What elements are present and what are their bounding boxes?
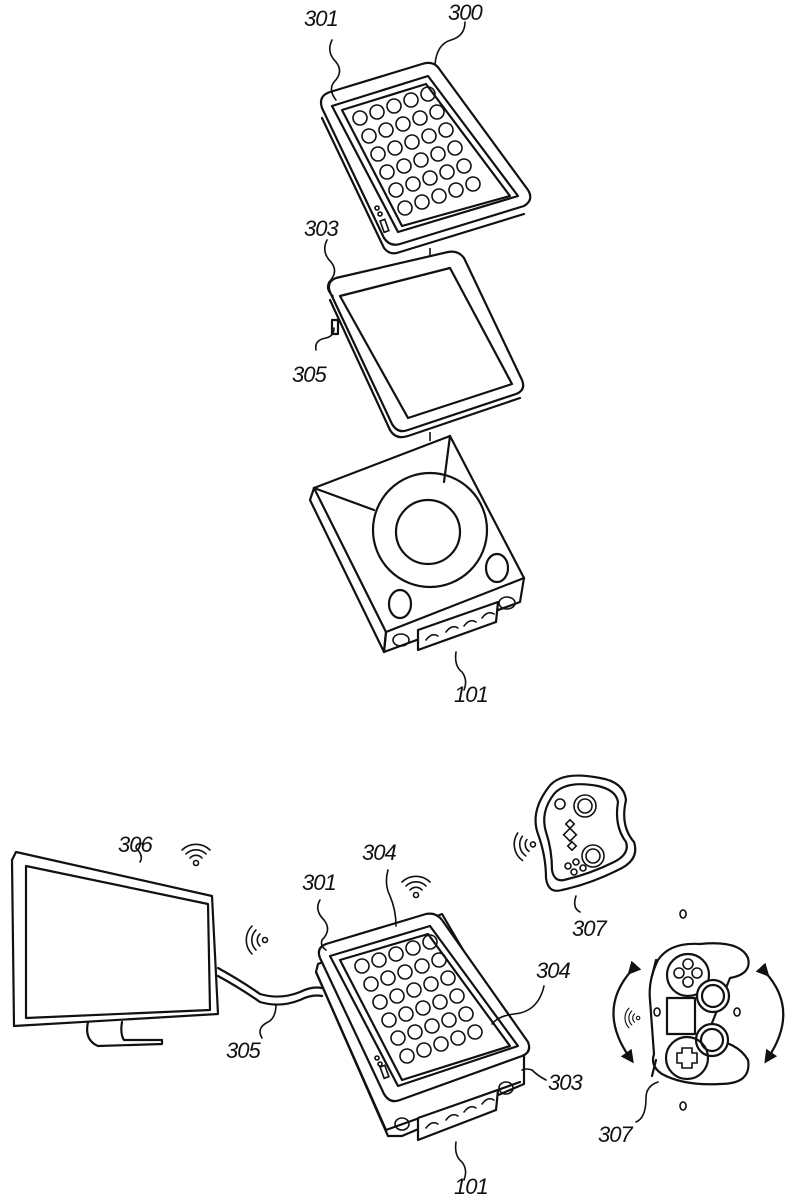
label-305-upper: 305: [292, 362, 327, 387]
label-304-a: 304: [362, 840, 396, 865]
gamepad-controller-307: [613, 910, 783, 1110]
label-307-gamepad: 307: [598, 1122, 633, 1147]
monitor-306: [12, 852, 218, 1046]
label-101-upper: 101: [454, 682, 488, 707]
wifi-icon-cable: [246, 926, 267, 954]
wifi-icon-pad: [402, 876, 430, 897]
label-303-upper: 303: [304, 216, 339, 241]
wifi-icon-monitor: [182, 844, 210, 865]
handheld-controller-307: [536, 776, 636, 891]
wifi-icon-handheld: [512, 830, 538, 861]
label-307-handheld: 307: [572, 916, 607, 941]
console-101-upper: [310, 436, 524, 652]
console-assembly-lower: [316, 914, 529, 1140]
label-301-upper: 301: [304, 6, 338, 31]
wifi-icon-gamepad: [625, 1008, 640, 1028]
label-300: 300: [448, 0, 483, 25]
controller-pad-300: [321, 63, 530, 253]
label-303-lower: 303: [548, 1070, 583, 1095]
label-101-lower: 101: [454, 1174, 488, 1199]
cable-305: [218, 968, 322, 1005]
adapter-frame-303: [329, 252, 523, 438]
label-306: 306: [118, 832, 153, 857]
label-304-b: 304: [536, 958, 570, 983]
label-301-lower: 301: [302, 870, 336, 895]
label-305-lower: 305: [226, 1038, 261, 1063]
